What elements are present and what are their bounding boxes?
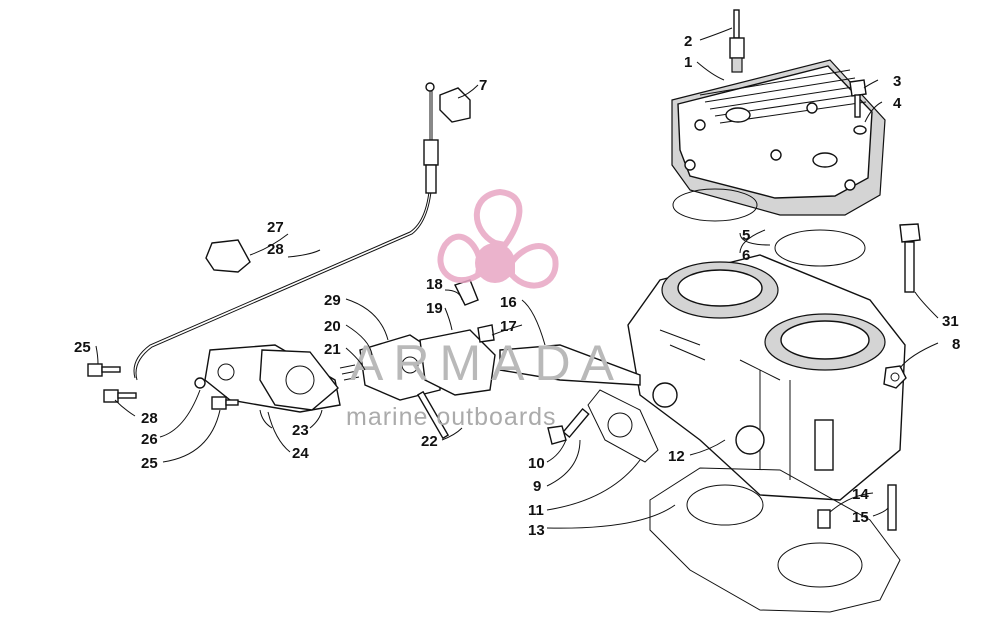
dowel-pin (817, 509, 831, 529)
watermark-title: ARMADA (350, 335, 624, 391)
callout-22: 22 (421, 433, 438, 450)
callout-18: 18 (426, 276, 443, 293)
callout-20: 20 (324, 318, 341, 335)
callout-11: 11 (528, 502, 544, 519)
head-gasket-o-ring-2 (774, 229, 866, 267)
callout-15: 15 (852, 509, 869, 526)
callout-24: 24 (292, 445, 309, 462)
nut (883, 365, 907, 389)
cable-clip (439, 87, 471, 123)
callout-2: 2 (684, 33, 692, 50)
callout-29: 28 (267, 241, 284, 258)
callout-19: 19 (426, 300, 443, 317)
callout-31: 31 (942, 313, 959, 330)
base-gasket (649, 467, 901, 613)
logo-hub (475, 243, 515, 283)
callout-27: 28 (141, 410, 158, 427)
callout-17: 17 (500, 318, 517, 335)
head-gasket-o-ring (672, 188, 758, 222)
cable-clamp (205, 239, 251, 273)
throttle-cable (133, 82, 439, 381)
leader-lines (95, 27, 939, 529)
logo-blade (437, 233, 484, 284)
stud (887, 484, 897, 531)
armada-logo (437, 188, 559, 289)
fasteners-left (87, 363, 239, 410)
callout-12: 12 (668, 448, 685, 465)
callout-10: 10 (528, 455, 545, 472)
callout-14: 14 (852, 486, 869, 503)
watermark-subtitle: marine outboards (346, 403, 557, 431)
callout-9: 9 (533, 478, 541, 495)
cylinder-head (671, 59, 886, 216)
callout-8: 8 (952, 336, 960, 353)
long-bolt (899, 223, 921, 293)
callout-25-top: 25 (74, 339, 91, 356)
washer (853, 125, 867, 135)
callout-28: 27 (267, 219, 284, 236)
callout-4: 4 (893, 95, 902, 112)
exhaust-stud (562, 407, 590, 439)
logo-blade (473, 188, 523, 249)
head-bolt (849, 79, 867, 118)
callout-26: 26 (141, 431, 158, 448)
callout-13: 13 (528, 522, 545, 539)
callout-1: 1 (684, 54, 692, 71)
callout-25-bottom: 25 (141, 455, 158, 472)
callout-21: 21 (324, 341, 341, 358)
logo-blade (509, 243, 559, 289)
spark-plug (729, 9, 745, 73)
callout-5: 5 (742, 227, 750, 244)
callout-3: 3 (893, 73, 901, 90)
callout-16: 16 (500, 294, 517, 311)
callout-6: 6 (742, 247, 750, 264)
callout-labels: 2 1 3 4 7 5 6 27 28 18 19 16 17 29 20 21… (74, 33, 960, 539)
callout-23: 23 (292, 422, 309, 439)
callout-7: 7 (479, 77, 487, 94)
callout-30: 29 (324, 292, 341, 309)
exhaust-gasket (587, 389, 659, 463)
cylinder-block (627, 254, 906, 501)
oil-pump-housing (204, 344, 341, 413)
intake-assembly (339, 279, 641, 440)
